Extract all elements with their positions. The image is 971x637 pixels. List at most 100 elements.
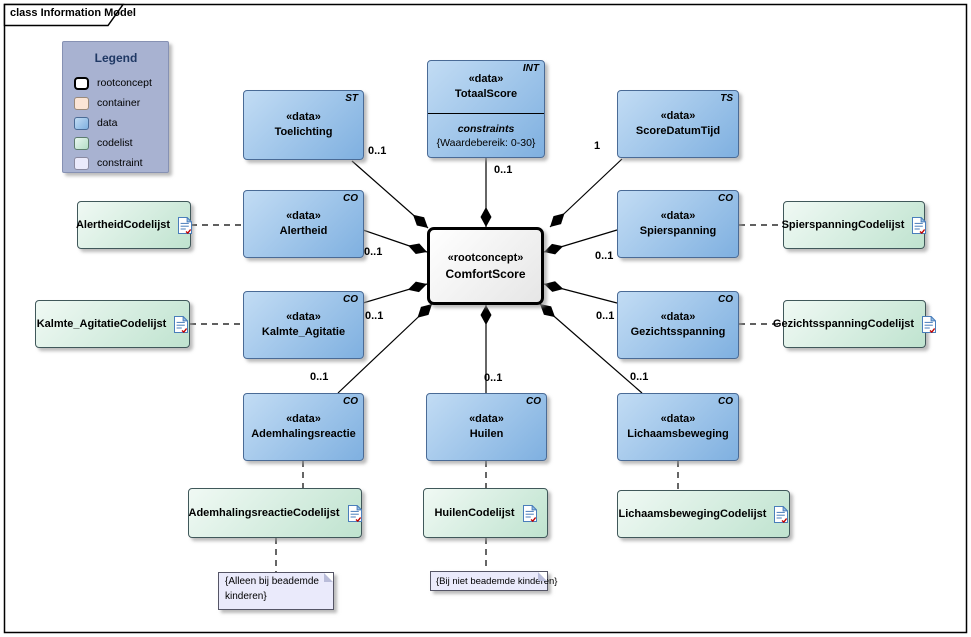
legend-row-constraint: constraint xyxy=(74,153,168,173)
rootconcept-comfortscore[interactable]: «rootconcept» ComfortScore xyxy=(427,227,544,305)
codelist-huilen[interactable]: HuilenCodelijst xyxy=(423,488,548,538)
container-swatch-icon xyxy=(74,96,89,110)
stereotype: «data» xyxy=(660,311,696,323)
type-tag: CO xyxy=(526,396,541,407)
multiplicity-huilen: 0..1 xyxy=(484,372,503,384)
stereotype: «data» xyxy=(286,413,321,425)
element-name: ScoreDatumTijd xyxy=(635,125,721,137)
stereotype: «rootconcept» xyxy=(447,252,524,264)
document-icon xyxy=(522,504,537,522)
diagram-frame xyxy=(3,3,968,634)
composition-kalmte-agitatie[interactable] xyxy=(362,281,428,304)
element-name: Huilen xyxy=(469,428,504,440)
stereotype: «data» xyxy=(286,111,321,123)
type-tag: CO xyxy=(343,396,358,407)
legend-row-data: data xyxy=(74,113,168,133)
composition-alertheid[interactable] xyxy=(362,229,428,254)
composition-gezichtsspanning[interactable] xyxy=(543,281,618,304)
document-icon xyxy=(178,216,193,234)
data-element-scoredatumtijd[interactable]: TS «data» ScoreDatumTijd xyxy=(617,90,739,158)
constraint-note-beademd[interactable]: {Alleen bij beademde kinderen} xyxy=(218,572,334,610)
legend-row-rootconcept: rootconcept xyxy=(74,73,168,93)
data-element-toelichting[interactable]: ST «data» Toelichting xyxy=(243,90,364,160)
codelist-kalmte-agitatie[interactable]: Kalmte_AgitatieCodelijst xyxy=(35,300,190,348)
type-tag: CO xyxy=(718,294,733,305)
diagram-title: class Information Model xyxy=(10,7,136,19)
type-tag: TS xyxy=(720,93,733,104)
codelist-lichaamsbeweging[interactable]: LichaamsbewegingCodelijst xyxy=(617,490,790,538)
type-tag: CO xyxy=(718,193,733,204)
codelist-ademhalingsreactie[interactable]: AdemhalingsreactieCodelijst xyxy=(188,488,362,538)
constraint-note-niet-beademd[interactable]: {Bij niet beademde kinderen} xyxy=(430,571,557,591)
codelist-swatch-icon xyxy=(74,136,89,150)
document-icon xyxy=(922,315,937,333)
stereotype: «data» xyxy=(286,311,321,323)
data-element-spierspanning[interactable]: CO «data» Spierspanning xyxy=(617,190,739,258)
legend-label: container xyxy=(97,97,141,109)
element-name: Alertheid xyxy=(279,225,328,237)
element-name: Gezichtsspanning xyxy=(630,326,726,338)
name-compartment: «data» TotaalScore xyxy=(428,61,544,113)
element-name: Ademhalingsreactie xyxy=(251,428,356,440)
document-icon xyxy=(774,505,789,523)
legend-label: codelist xyxy=(97,137,133,149)
data-element-lichaamsbeweging[interactable]: CO «data» Lichaamsbeweging xyxy=(617,393,739,461)
composition-lichaamsbeweging[interactable] xyxy=(539,303,643,394)
legend-label: constraint xyxy=(97,157,143,169)
data-element-totaalscore[interactable]: INT «data» TotaalScore constraints {Waar… xyxy=(427,60,545,158)
type-tag: INT xyxy=(522,63,539,74)
data-element-gezichtsspanning[interactable]: CO «data» Gezichtsspanning xyxy=(617,291,739,359)
multiplicity-kalmte-agitatie: 0..1 xyxy=(365,310,384,322)
codelist-name: HuilenCodelijst xyxy=(434,507,515,519)
multiplicity-spierspanning: 0..1 xyxy=(595,250,614,262)
codelist-spierspanning[interactable]: SpierspanningCodelijst xyxy=(782,201,927,249)
constraint-value: {Waardebereik: 0-30} xyxy=(436,136,536,149)
document-icon xyxy=(912,216,927,234)
note-text: {Alleen bij beademde kinderen} xyxy=(225,576,319,602)
note-fold-icon xyxy=(324,573,333,582)
element-name: TotaalScore xyxy=(454,88,518,100)
composition-scoredatumtijd[interactable] xyxy=(549,158,623,228)
multiplicity-ademhalingsreactie: 0..1 xyxy=(310,371,329,383)
codelist-alertheid[interactable]: AlertheidCodelijst xyxy=(75,201,193,249)
composition-toelichting[interactable] xyxy=(351,160,429,229)
rootconcept-swatch-icon xyxy=(74,76,89,90)
constraints-title: constraints xyxy=(457,122,515,135)
type-tag: CO xyxy=(718,396,733,407)
codelist-name: Kalmte_AgitatieCodelijst xyxy=(36,318,167,330)
legend-title: Legend xyxy=(94,51,138,65)
data-element-alertheid[interactable]: CO «data» Alertheid xyxy=(243,190,364,258)
legend-label: rootconcept xyxy=(97,77,152,89)
multiplicity-scoredatumtijd: 1 xyxy=(594,140,601,152)
legend-panel[interactable]: Legend rootconcept container data codeli… xyxy=(62,41,169,173)
composition-ademhalingsreactie[interactable] xyxy=(337,303,433,394)
data-element-ademhalingsreactie[interactable]: CO «data» Ademhalingsreactie xyxy=(243,393,364,461)
codelist-name: AdemhalingsreactieCodelijst xyxy=(188,507,340,519)
multiplicity-alertheid: 0..1 xyxy=(364,246,383,258)
multiplicity-toelichting: 0..1 xyxy=(368,145,387,157)
codelist-gezichtsspanning[interactable]: GezichtsspanningCodelijst xyxy=(773,300,937,348)
type-tag: CO xyxy=(343,193,358,204)
stereotype: «data» xyxy=(660,210,696,222)
data-element-huilen[interactable]: CO «data» Huilen xyxy=(426,393,547,461)
element-name: Lichaamsbeweging xyxy=(627,428,729,440)
stereotype: «data» xyxy=(660,110,696,122)
multiplicity-lichaamsbeweging: 0..1 xyxy=(630,371,649,383)
data-swatch-icon xyxy=(74,116,89,130)
composition-spierspanning[interactable] xyxy=(543,229,618,255)
type-tag: CO xyxy=(343,294,358,305)
element-name: Toelichting xyxy=(274,126,333,138)
legend-row-container: container xyxy=(74,93,168,113)
type-tag: ST xyxy=(345,93,358,104)
data-element-kalmte-agitatie[interactable]: CO «data» Kalmte_Agitatie xyxy=(243,291,364,359)
stereotype: «data» xyxy=(660,413,696,425)
note-fold-icon xyxy=(538,572,547,581)
multiplicity-gezichtsspanning: 0..1 xyxy=(596,310,615,322)
note-text: {Bij niet beademde kinderen} xyxy=(436,576,558,587)
document-icon xyxy=(174,315,189,333)
codelist-name: AlertheidCodelijst xyxy=(75,219,171,231)
element-name: Spierspanning xyxy=(639,225,717,237)
element-name: Kalmte_Agitatie xyxy=(261,326,346,338)
